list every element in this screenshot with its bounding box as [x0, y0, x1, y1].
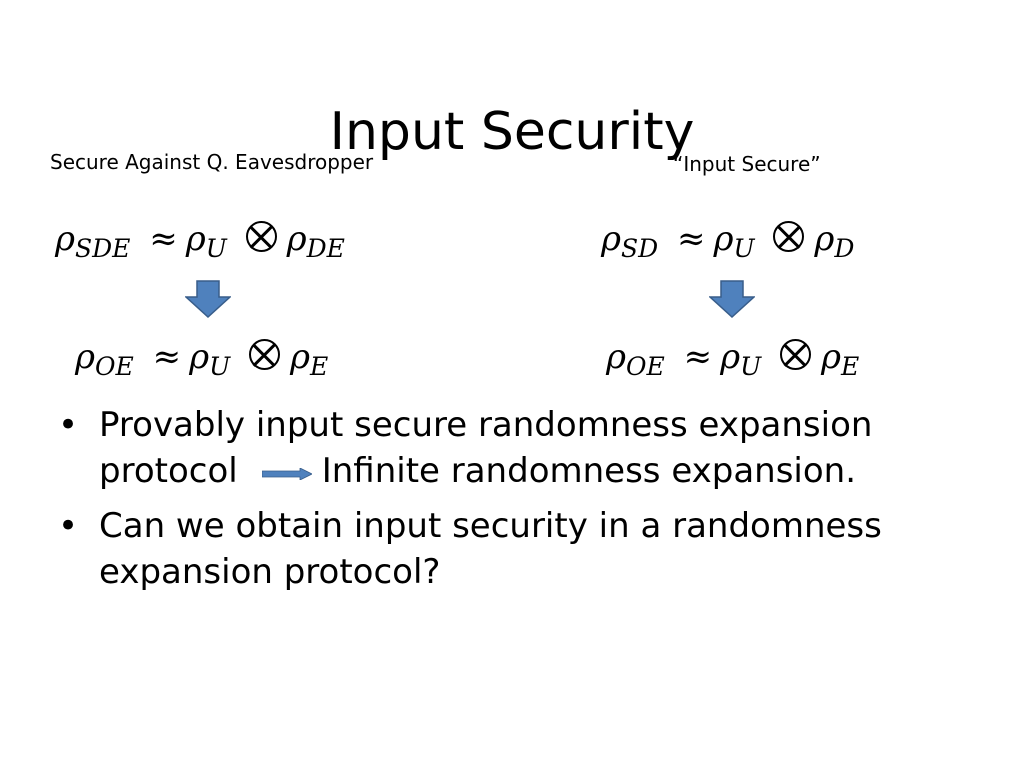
bullet-line: Can we obtain input security in a random…: [99, 506, 882, 546]
down-arrow-shape: [185, 280, 231, 318]
subscript: U: [205, 234, 227, 263]
subscript: OE: [95, 352, 134, 381]
down-arrow-shape: [709, 280, 755, 318]
bullet-list: • Provably input secure randomness expan…: [58, 402, 958, 604]
otimes-icon: [779, 339, 811, 370]
right-arrow-icon: [261, 468, 312, 480]
otimes-icon: [248, 339, 280, 370]
right-arrow-shape: [261, 468, 312, 480]
equation-left-top: ρSDE ≈ρU ρDE: [55, 216, 345, 272]
bullet-line: protocol: [99, 451, 238, 491]
approx-symbol: ≈: [676, 219, 706, 259]
subscript: U: [740, 352, 762, 381]
bullet-line: Provably input secure randomness expansi…: [99, 405, 873, 445]
subscript: OE: [626, 352, 665, 381]
rho-symbol: ρ: [814, 219, 835, 259]
down-arrow-icon: [709, 280, 755, 318]
down-arrow-icon: [185, 280, 231, 318]
equation-left-bottom: ρOE ≈ρU ρE: [75, 334, 328, 390]
subscript: U: [209, 352, 231, 381]
subscript: D: [834, 234, 855, 263]
approx-symbol: ≈: [149, 219, 178, 259]
subscript: DE: [306, 234, 345, 263]
subscript: SD: [621, 234, 659, 263]
right-caption: “Input Secure”: [673, 152, 821, 176]
subscript: U: [733, 234, 755, 263]
subscript: E: [309, 352, 329, 381]
subscript: SDE: [75, 234, 131, 263]
equation-right-bottom: ρOE ≈ρU ρE: [606, 334, 859, 390]
left-caption: Secure Against Q. Eavesdropper: [50, 150, 374, 174]
bullet-line: expansion protocol?: [99, 552, 441, 592]
rho-symbol: ρ: [289, 337, 310, 377]
rho-symbol: ρ: [606, 337, 626, 377]
bullet-item: • Provably input secure randomness expan…: [58, 402, 958, 494]
rho-symbol: ρ: [601, 219, 621, 259]
bullet-marker: •: [58, 506, 79, 546]
otimes-icon: [245, 221, 277, 252]
rho-symbol: ρ: [185, 219, 206, 259]
approx-symbol: ≈: [152, 337, 182, 377]
approx-symbol: ≈: [683, 337, 713, 377]
slide-title: Input Security: [329, 101, 695, 162]
rho-symbol: ρ: [820, 337, 841, 377]
bullet-item: • Can we obtain input security in a rand…: [58, 503, 958, 595]
rho-symbol: ρ: [189, 337, 210, 377]
otimes-icon: [773, 221, 805, 252]
bullet-marker: •: [58, 405, 79, 445]
subscript: E: [840, 352, 860, 381]
bullet-line: Infinite randomness expansion.: [321, 451, 857, 491]
rho-symbol: ρ: [75, 337, 95, 377]
equation-right-top: ρSD ≈ρU ρD: [601, 216, 854, 272]
rho-symbol: ρ: [713, 219, 734, 259]
rho-symbol: ρ: [55, 219, 75, 259]
rho-symbol: ρ: [286, 219, 307, 259]
rho-symbol: ρ: [720, 337, 741, 377]
